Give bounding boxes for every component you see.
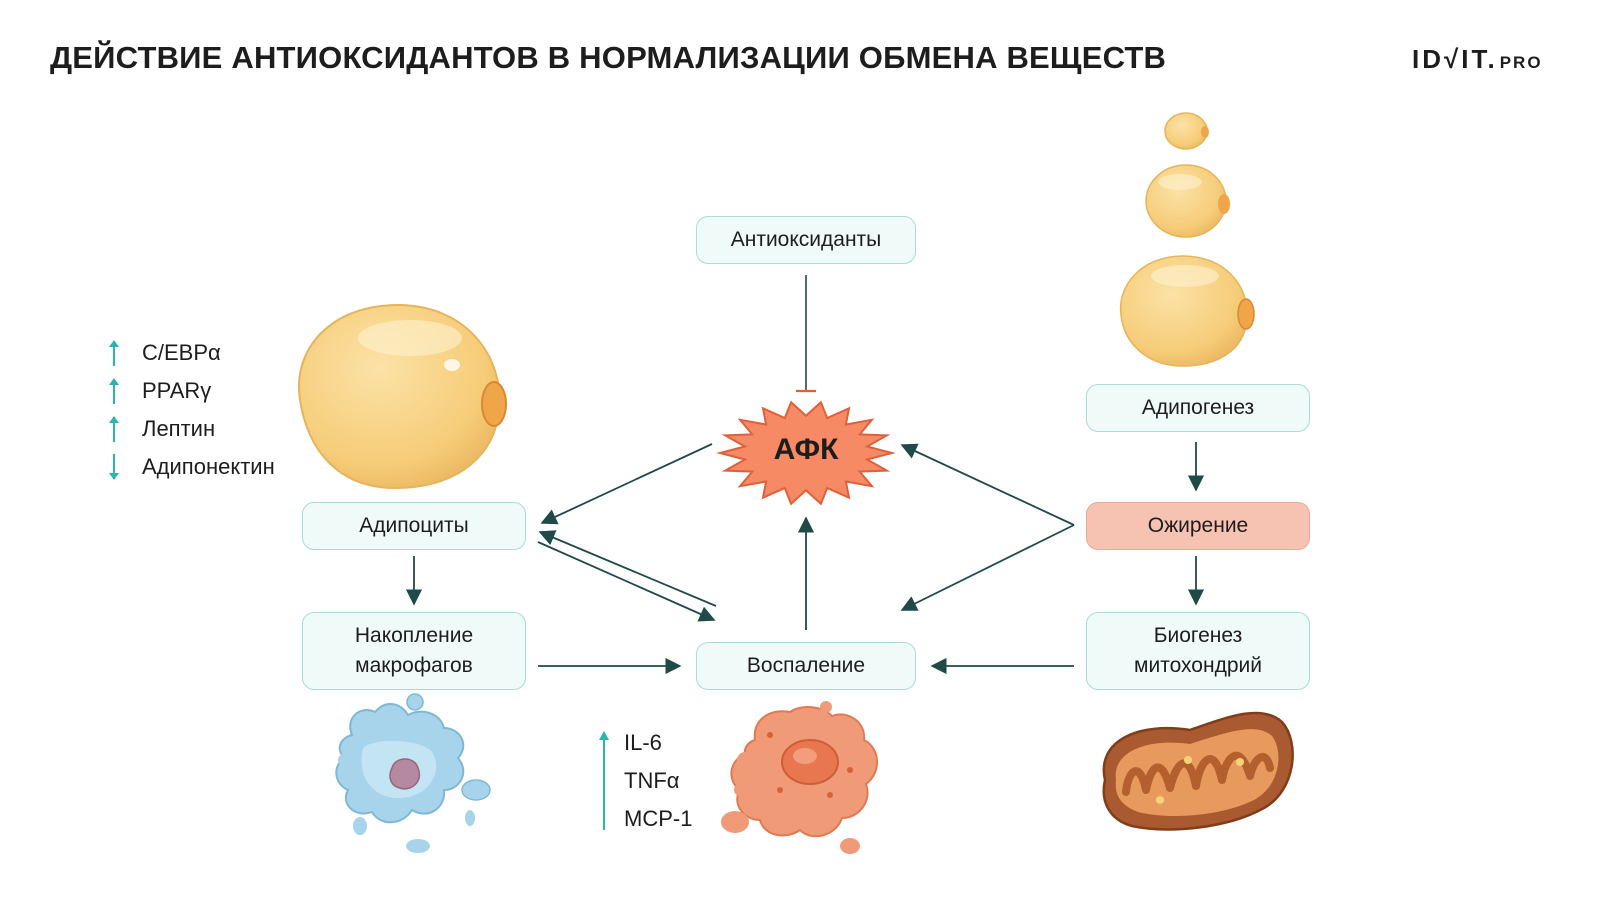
marker-label: PPARγ [142,378,212,403]
marker-label: Лептин [142,416,216,441]
page-title: ДЕЙСТВИЕ АНТИОКСИДАНТОВ В НОРМАЛИЗАЦИИ О… [50,40,1167,75]
arrow-afk-to-adipocytes [540,443,713,525]
obesity-node: Ожирение [1086,502,1310,550]
afk-burst-icon [716,400,896,506]
arrow-up-icon [109,340,119,366]
adipocyte-marker-list: C/EBPα PPARγ Лептин Адипонектин [104,334,275,486]
cytokine-item: IL-6 [624,730,662,755]
antioxidants-node: Антиоксиданты [696,216,916,264]
macrophage-label-line1: Накопление [354,624,474,647]
marker-label: Адипонектин [142,454,275,479]
macrophage-label-line2: макрофагов [355,654,473,677]
afk-node: АФК [773,433,839,466]
marker-item: PPARγ [104,372,275,410]
cytokine-item: MCP-1 [624,806,693,831]
arrow-obesity-to-afk [900,443,1075,526]
arrow-inflammation-to-adipocytes [538,530,717,607]
cytokine-list: IL-6 TNFα MCP-1 [624,724,692,838]
arrow-adipocytes-to-inflammation [537,541,716,622]
fat-cell-large-icon [1119,255,1255,367]
adipocytes-node: Адипоциты [302,502,526,550]
adipogenesis-node: Адипогенез [1086,384,1310,432]
logo-suffix: PRO [1499,53,1543,72]
macrophage-accumulation-node: Накопление макрофагов [302,612,526,690]
arrow-obesity-to-inflammation [900,524,1075,611]
cytokine-item: TNFα [624,768,680,793]
marker-label: C/EBPα [142,340,221,365]
marker-item: Лептин [104,410,275,448]
mitochondrion-icon [1102,711,1294,831]
arrow-down-icon [109,454,119,480]
fat-cell-icon [297,303,507,490]
mitochondrial-biogenesis-node: Биогенез митохондрий [1086,612,1310,690]
marker-item: C/EBPα [104,334,275,372]
mito-label-line1: Биогенез [1153,624,1243,647]
marker-item: Адипонектин [104,448,275,486]
mito-label-line2: митохондрий [1134,654,1262,677]
arrow-up-icon [109,416,119,442]
arrow-up-icon [109,378,119,404]
fat-cell-small-icon [1164,112,1209,150]
logo-text: ID√IT. [1412,44,1498,74]
macrophage-icon [335,693,491,853]
inflammation-node: Воспаление [696,642,916,690]
fat-cell-medium-icon [1145,164,1230,238]
brand-logo: ID√IT.PRO [1412,44,1543,75]
inflamed-cell-icon [721,701,878,854]
